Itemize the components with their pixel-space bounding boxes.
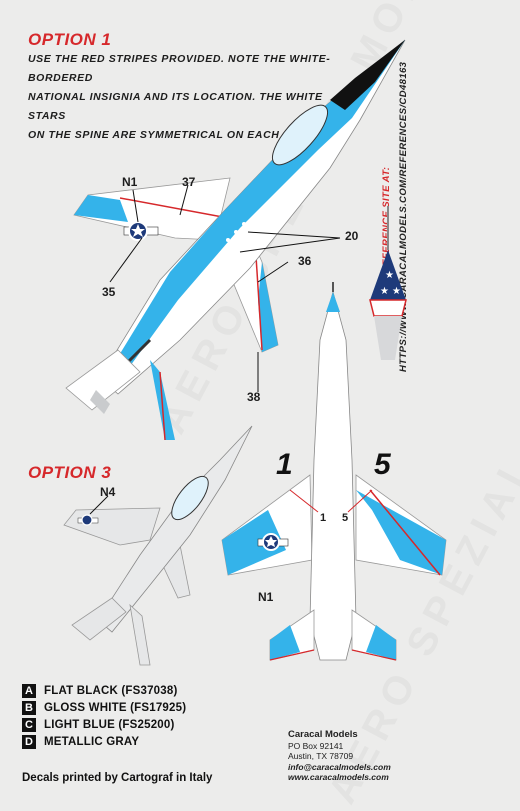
callout-38: 38 bbox=[247, 390, 261, 404]
legend-row-b: B GLOSS WHITE (FS17925) bbox=[22, 699, 186, 716]
legend-letter-a: A bbox=[22, 683, 36, 698]
option3-view bbox=[63, 425, 253, 666]
leader-lines-top bbox=[109, 184, 341, 392]
opt3-tail-right bbox=[129, 603, 151, 666]
small-digit-1: 1 bbox=[320, 512, 327, 524]
instruction-line-1: USE THE RED STRIPES PROVIDED. NOTE THE W… bbox=[28, 53, 331, 84]
tail-right-red bbox=[159, 371, 166, 441]
svg-text:★: ★ bbox=[380, 286, 389, 297]
option3-title: OPTION 3 bbox=[28, 463, 112, 482]
right-wing-blue bbox=[258, 262, 278, 352]
fuselage-blue bbox=[110, 40, 405, 380]
right-wing-red-stripe bbox=[255, 255, 263, 351]
callout-36: 36 bbox=[298, 254, 312, 268]
insignia-top bbox=[123, 221, 159, 241]
exhaust bbox=[90, 390, 110, 414]
legend-letter-d: D bbox=[22, 734, 36, 749]
opt3-canopy bbox=[171, 475, 209, 521]
opt3-left-wing bbox=[63, 507, 161, 546]
callout-n1-bottom: N1 bbox=[258, 590, 274, 604]
opt3-tail-left bbox=[71, 597, 127, 641]
option1-top-view bbox=[65, 39, 406, 441]
legend-text-d: METALLIC GRAY bbox=[44, 735, 140, 748]
opt3-insignia bbox=[77, 514, 99, 526]
legend-text-c: LIGHT BLUE (FS25200) bbox=[44, 718, 175, 731]
option1-instructions: USE THE RED STRIPES PROVIDED. NOTE THE W… bbox=[28, 50, 358, 145]
legend-letter-c: C bbox=[22, 717, 36, 732]
company-address: Caracal Models PO Box 92141 Austin, TX 7… bbox=[288, 729, 391, 783]
callout-20: 20 bbox=[345, 229, 359, 243]
legend-row-d: D METALLIC GRAY bbox=[22, 733, 186, 750]
instruction-line-3: ON THE SPINE ARE SYMMETRICAL ON EACH SID… bbox=[28, 129, 314, 141]
tail-left bbox=[65, 349, 141, 411]
company-city: Austin, TX 78709 bbox=[288, 751, 354, 761]
svg-text:★: ★ bbox=[385, 270, 394, 281]
company-name: Caracal Models bbox=[288, 729, 358, 740]
footer-note: Decals printed by Cartograf in Italy bbox=[22, 772, 213, 784]
left-wing-red-stripe bbox=[119, 197, 229, 219]
instruction-line-2: NATIONAL INSIGNIA AND ITS LOCATION. THE … bbox=[28, 91, 323, 122]
under-nose-blue bbox=[326, 292, 340, 312]
callout-37: 37 bbox=[182, 175, 196, 189]
big-digit-1: 1 bbox=[276, 448, 293, 481]
under-left-wing-blue bbox=[222, 510, 286, 575]
big-digit-5: 5 bbox=[374, 448, 391, 481]
left-wing-blue bbox=[74, 195, 128, 222]
legend-letter-b: B bbox=[22, 700, 36, 715]
callout-n1-top: N1 bbox=[122, 175, 138, 189]
spine-detail: ★ ★ ★ bbox=[369, 206, 407, 360]
svg-text:★: ★ bbox=[392, 286, 401, 297]
company-email[interactable]: info@caracalmodels.com bbox=[288, 761, 391, 772]
nose-black bbox=[330, 40, 405, 110]
callout-35: 35 bbox=[102, 285, 116, 299]
legend-row-c: C LIGHT BLUE (FS25200) bbox=[22, 716, 186, 733]
color-legend: A FLAT BLACK (FS37038) B GLOSS WHITE (FS… bbox=[22, 682, 186, 750]
small-digit-5: 5 bbox=[342, 512, 349, 524]
legend-row-a: A FLAT BLACK (FS37038) bbox=[22, 682, 186, 699]
legend-text-a: FLAT BLACK (FS37038) bbox=[44, 684, 178, 697]
company-box: PO Box 92141 bbox=[288, 740, 344, 751]
insignia-under bbox=[257, 533, 289, 551]
callout-n4: N4 bbox=[100, 485, 116, 499]
spine-stars bbox=[186, 222, 246, 294]
under-fuselage bbox=[309, 290, 357, 661]
company-web[interactable]: www.caracalmodels.com bbox=[288, 772, 389, 782]
canopy bbox=[272, 104, 328, 166]
under-right-wing-blue bbox=[356, 490, 446, 575]
option1-underside-view bbox=[221, 282, 447, 661]
option1-title: OPTION 1 bbox=[28, 30, 112, 49]
legend-text-b: GLOSS WHITE (FS17925) bbox=[44, 701, 187, 714]
